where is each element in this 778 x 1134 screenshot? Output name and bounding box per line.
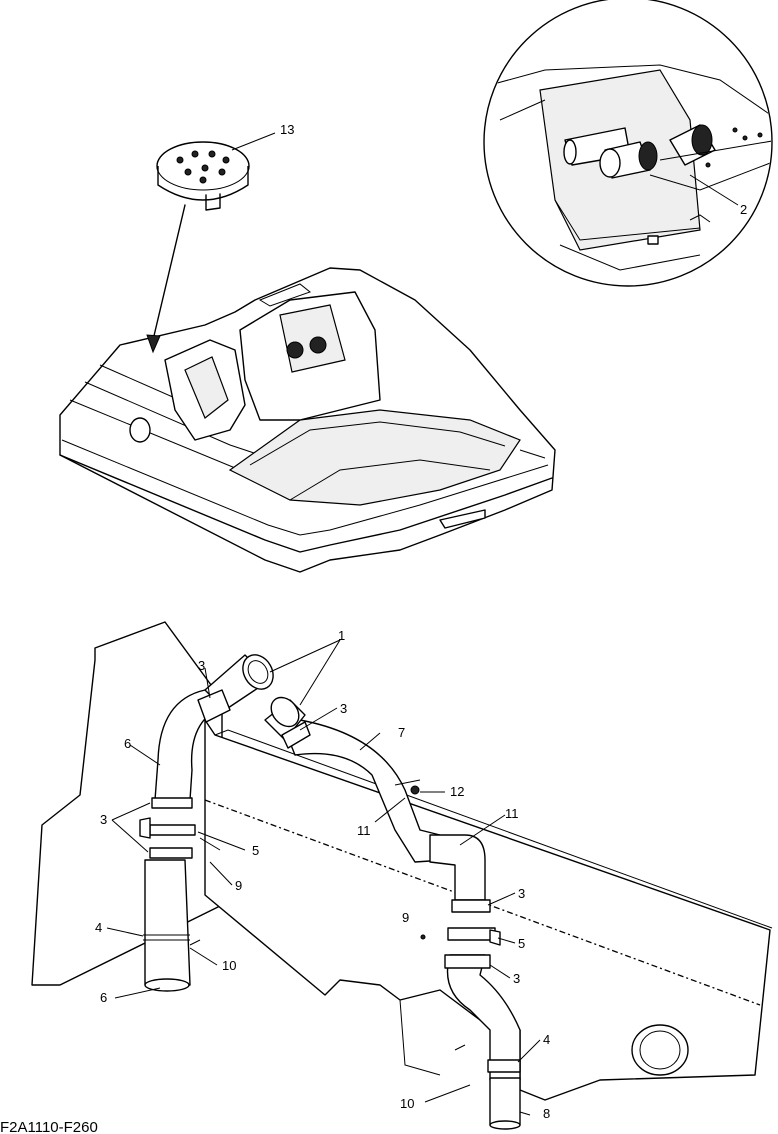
callout-4-left: 4: [95, 920, 102, 935]
callout-3-upper-left: 3: [198, 658, 205, 673]
callout-6-lower: 6: [100, 990, 107, 1005]
callout-9-right: 9: [402, 910, 409, 925]
callout-3-right-upper: 3: [518, 886, 525, 901]
figure-code: F2A1110-F260: [0, 1119, 98, 1134]
hose-assembly-view: [31, 621, 773, 1130]
callout-13: 13: [280, 122, 294, 137]
callout-7: 7: [398, 725, 405, 740]
vent-cap-part-13: [146, 132, 276, 354]
hull-deck-view: [59, 267, 556, 573]
callout-3-right-lower: 3: [513, 971, 520, 986]
callout-6-upper: 6: [124, 736, 131, 751]
callout-2: 2: [740, 202, 747, 217]
callout-3-left: 3: [100, 812, 107, 827]
callout-5-left: 5: [252, 843, 259, 858]
callout-1: 1: [338, 628, 345, 643]
callout-12: 12: [450, 784, 464, 799]
callout-3-upper-right: 3: [340, 701, 347, 716]
callout-5-right: 5: [518, 936, 525, 951]
callout-10-right: 10: [400, 1096, 414, 1111]
callout-11-right: 11: [505, 806, 519, 821]
callout-9-left: 9: [235, 878, 242, 893]
detail-circle: [483, 0, 773, 287]
callout-8: 8: [543, 1106, 550, 1121]
callout-11-left: 11: [357, 823, 371, 838]
callout-4-right: 4: [543, 1032, 550, 1047]
callout-10-left: 10: [222, 958, 236, 973]
